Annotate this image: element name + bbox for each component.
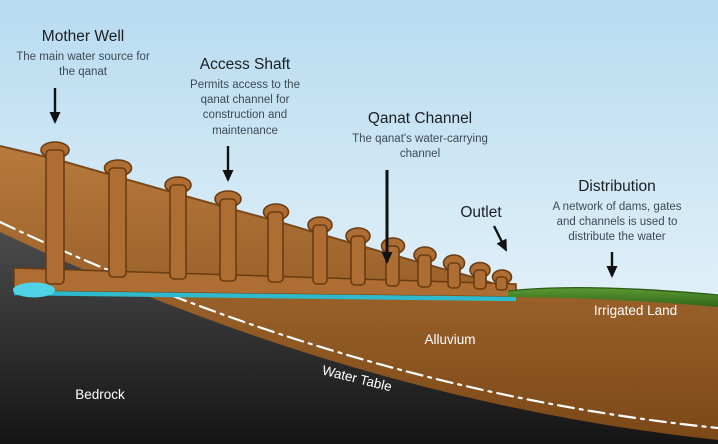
- qanat-channel-desc: The qanat's water-carrying channel: [352, 133, 488, 161]
- mother-well-water: [13, 282, 55, 298]
- irrigated-land-edge: [507, 286, 718, 296]
- bedrock-label: Bedrock: [75, 387, 125, 402]
- outlet-annotation: Outlet: [441, 204, 521, 222]
- shaft: [413, 246, 437, 288]
- qanat-water-channel: [13, 290, 517, 302]
- bedrock: [0, 232, 718, 444]
- access-shaft-annotation: Access Shaft Permits access to the qanat…: [170, 56, 320, 139]
- distribution-title: Distribution: [578, 178, 656, 195]
- water-table-line: [0, 220, 718, 430]
- shaft: [345, 227, 371, 286]
- outlet-title: Outlet: [460, 204, 502, 221]
- irrigated-land-label: Irrigated Land: [593, 303, 678, 318]
- annotation-arrows: [49, 88, 618, 278]
- shaft: [307, 216, 333, 285]
- mother-well-desc: The main water source for the qanat: [16, 51, 150, 79]
- shaft: [262, 203, 290, 283]
- shaft: [469, 261, 491, 290]
- access-shafts: [40, 141, 513, 291]
- access-shaft-desc: Permits access to the qanat channel for …: [190, 79, 300, 137]
- shaft: [164, 176, 192, 280]
- mother-well-annotation: Mother Well The main water source for th…: [8, 28, 158, 80]
- access-shaft-title: Access Shaft: [199, 56, 291, 73]
- shaft: [491, 269, 513, 291]
- shaft: [40, 141, 70, 285]
- shaft: [214, 190, 242, 282]
- distribution-annotation: Distribution A network of dams, gates an…: [530, 178, 704, 246]
- qanat-channel-annotation: Qanat Channel The qanat's water-carrying…: [330, 110, 510, 162]
- qanat-channel-title: Qanat Channel: [367, 110, 473, 127]
- irrigated-land-strip: [508, 287, 718, 307]
- mother-well-title: Mother Well: [41, 28, 125, 45]
- shaft: [442, 254, 466, 289]
- distribution-desc: A network of dams, gates and channels is…: [552, 201, 682, 244]
- alluvium-label: Alluvium: [424, 332, 476, 347]
- shaft: [103, 159, 133, 278]
- arrow-outlet: [492, 225, 508, 252]
